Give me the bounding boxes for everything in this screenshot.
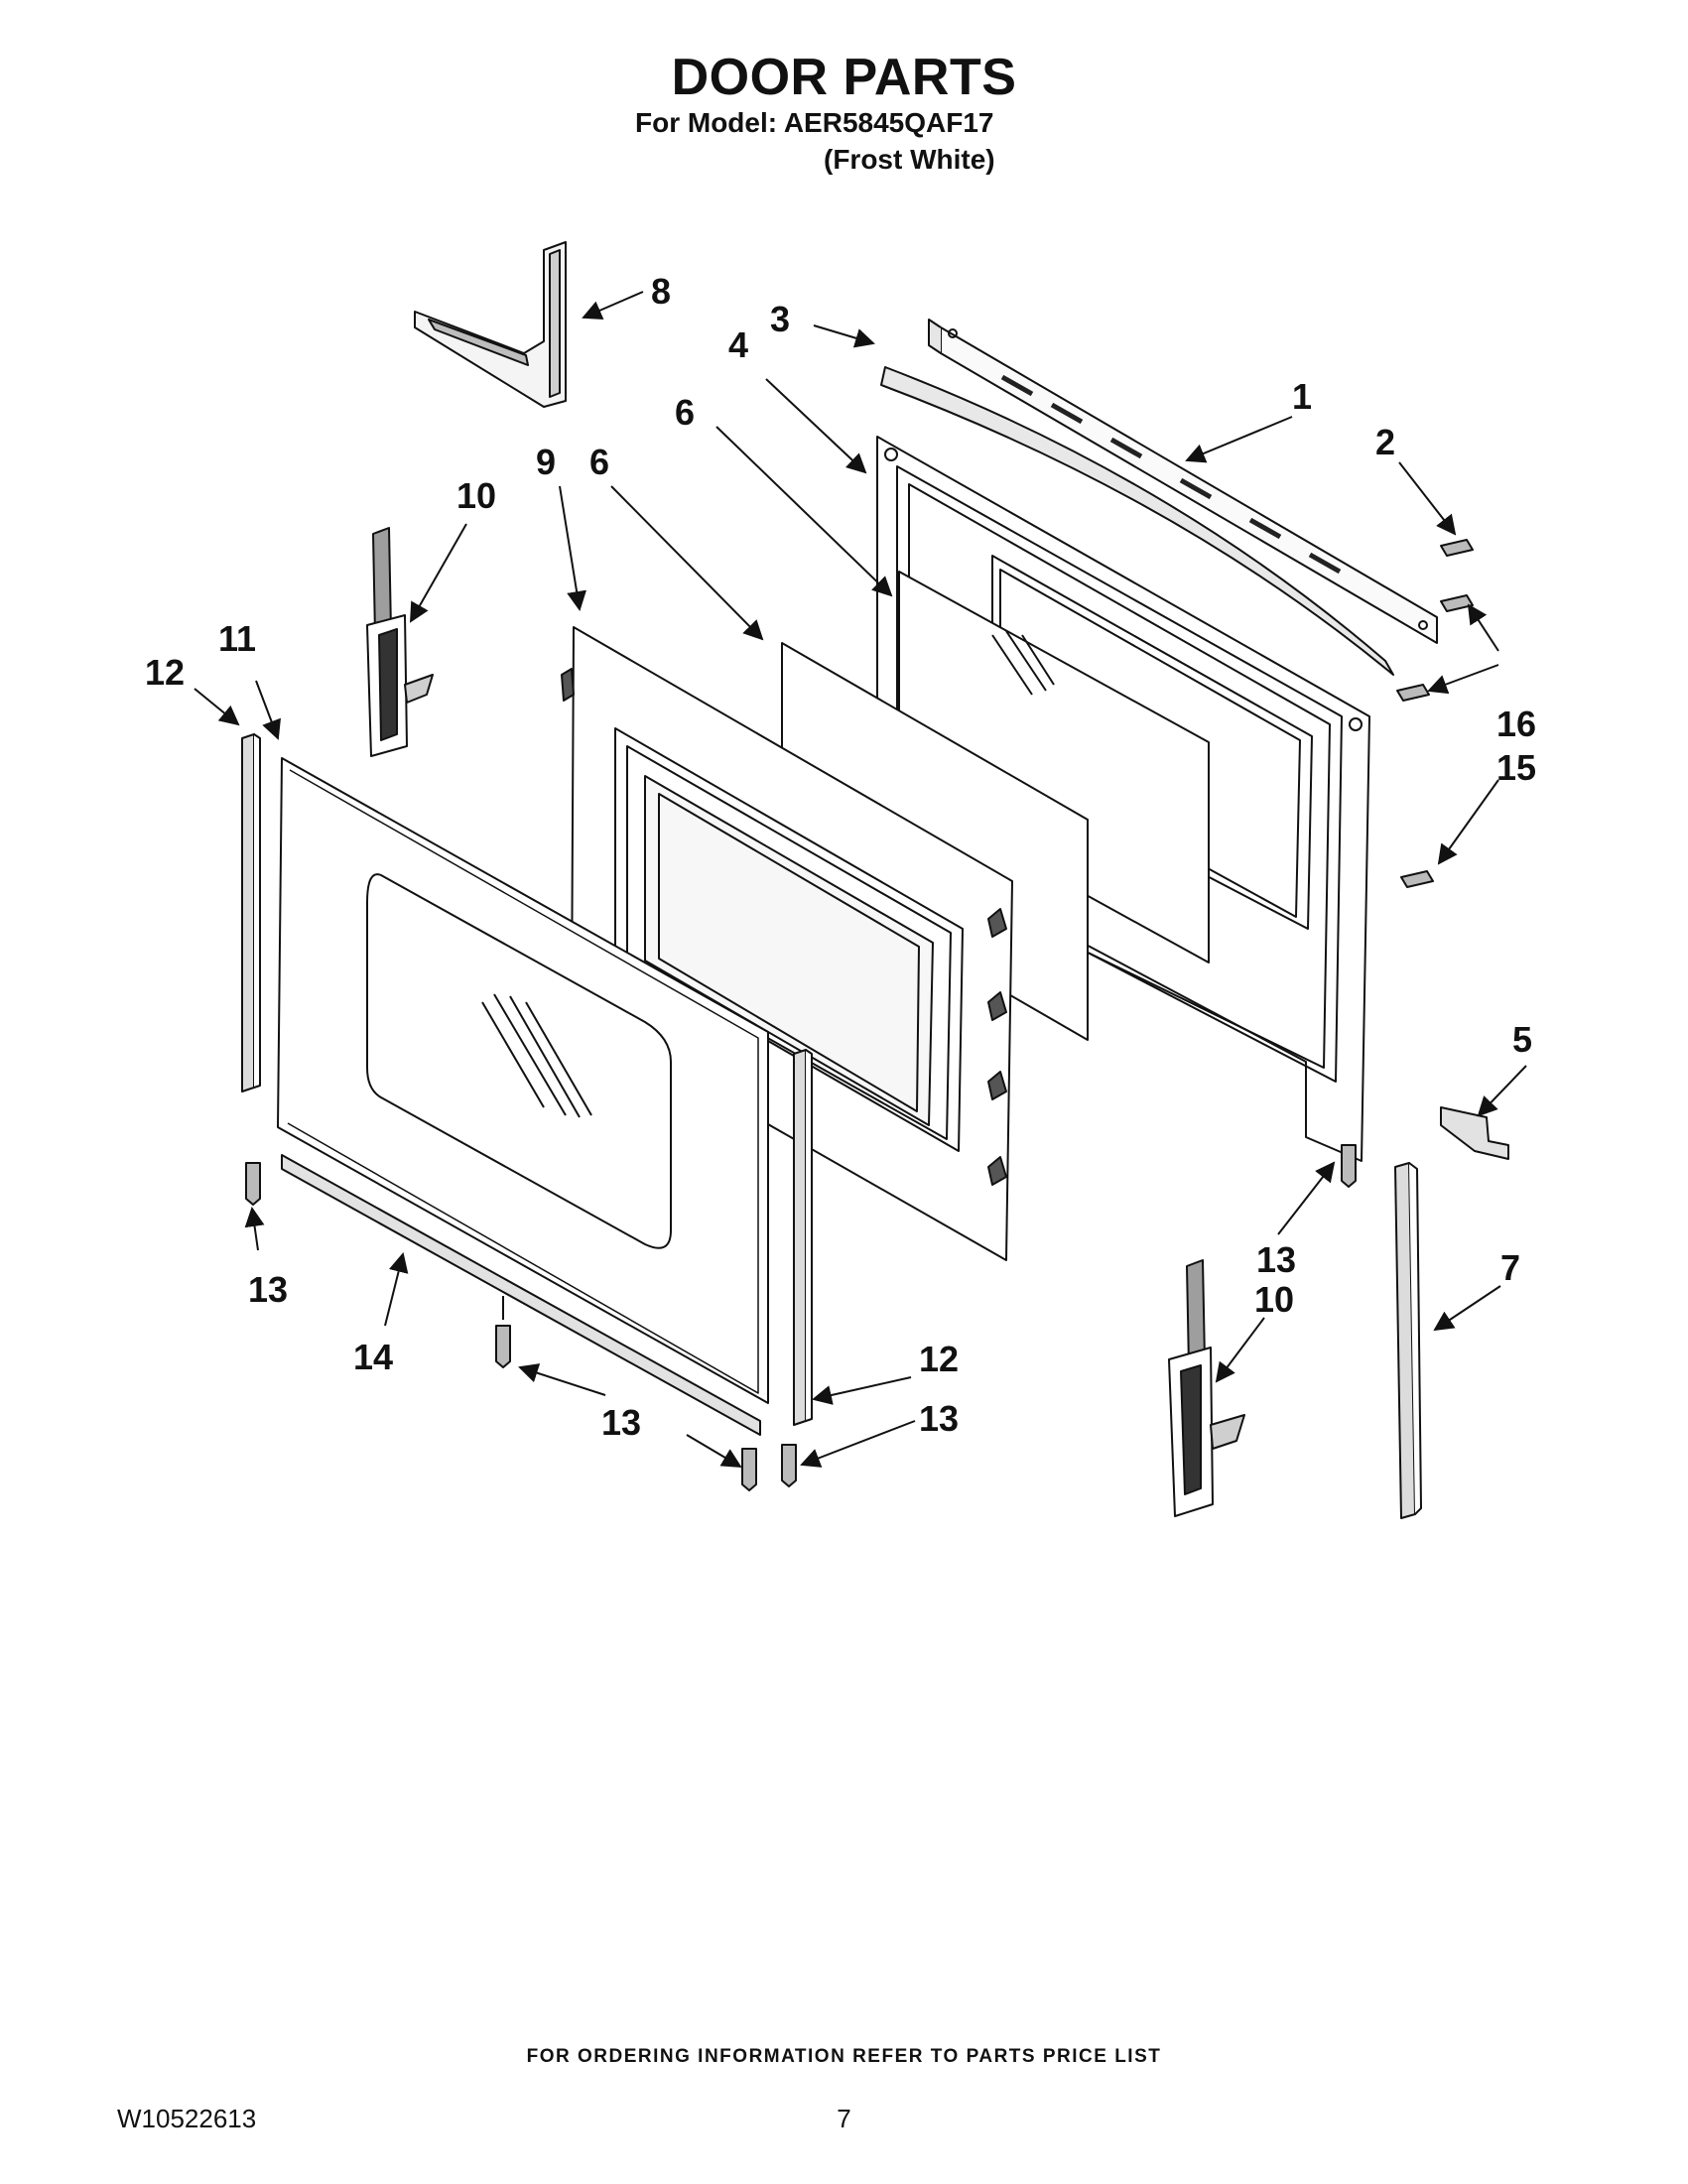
callout-13-bottom: 13 bbox=[601, 1402, 641, 1443]
callout-11: 11 bbox=[218, 618, 256, 659]
left-side-trim-part bbox=[241, 733, 261, 1092]
glass-pack-frame-part bbox=[561, 626, 1013, 1261]
callout-12-right: 12 bbox=[919, 1339, 959, 1379]
callout-15: 15 bbox=[1496, 747, 1536, 788]
page-number: 7 bbox=[837, 2104, 851, 2133]
page-title: DOOR PARTS bbox=[671, 49, 1017, 106]
callout-13-right: 13 bbox=[919, 1398, 959, 1439]
callout-6-rear: 6 bbox=[675, 392, 695, 433]
callout-10-lower: 10 bbox=[1254, 1279, 1294, 1320]
insulation-corner-part bbox=[414, 241, 567, 408]
callout-1: 1 bbox=[1292, 376, 1312, 417]
callout-9: 9 bbox=[536, 442, 556, 482]
door-hinge-lower-part bbox=[1168, 1259, 1245, 1517]
callout-8: 8 bbox=[651, 271, 671, 312]
document-number: W10522613 bbox=[117, 2104, 257, 2133]
callout-5: 5 bbox=[1512, 1019, 1532, 1060]
bottom-trim-part bbox=[281, 1154, 761, 1436]
door-hinge-upper-part bbox=[366, 527, 434, 757]
model-label: For Model: AER5845QAF17 bbox=[635, 107, 994, 138]
screw-part bbox=[245, 1144, 1357, 1491]
ordering-info: FOR ORDERING INFORMATION REFER TO PARTS … bbox=[526, 2046, 1162, 2067]
callout-7: 7 bbox=[1500, 1247, 1520, 1288]
bracket-part bbox=[1440, 1106, 1509, 1160]
door-handle-bar-part bbox=[880, 366, 1394, 676]
outer-door-glass-part bbox=[277, 757, 769, 1404]
callout-13-left: 13 bbox=[248, 1269, 288, 1310]
callout-12-left: 12 bbox=[145, 652, 185, 693]
callout-14: 14 bbox=[353, 1337, 393, 1377]
side-screw-part bbox=[1396, 539, 1474, 888]
right-door-trim-part bbox=[1394, 1162, 1422, 1519]
rear-glass-pane-part bbox=[898, 571, 1210, 964]
callout-13-lower: 13 bbox=[1256, 1239, 1296, 1280]
door-vent-trim-part bbox=[928, 319, 1438, 644]
callout-6-middle: 6 bbox=[589, 442, 609, 482]
callout-4: 4 bbox=[728, 324, 748, 365]
model-variant: (Frost White) bbox=[824, 144, 995, 175]
callout-2: 2 bbox=[1375, 422, 1395, 462]
callout-16: 16 bbox=[1496, 704, 1536, 744]
right-side-trim-part bbox=[793, 1049, 813, 1426]
callout-10-upper: 10 bbox=[456, 475, 496, 516]
callout-3: 3 bbox=[770, 299, 790, 339]
